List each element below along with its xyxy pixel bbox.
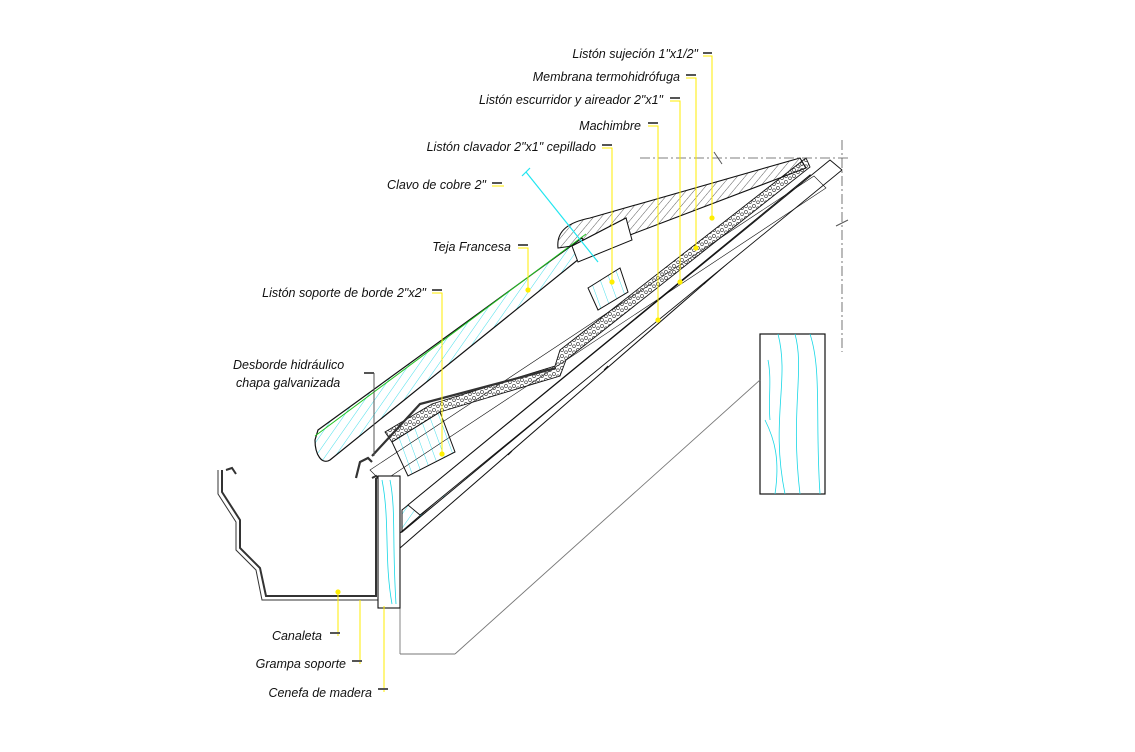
- leader-lines: [337, 55, 713, 692]
- labels: Listón sujeción 1"x1/2" Membrana termohi…: [233, 47, 699, 700]
- nail: [521, 167, 599, 263]
- label-liston-clavador: Listón clavador 2"x1" cepillado: [427, 140, 596, 154]
- label-liston-sujecion: Listón sujeción 1"x1/2": [572, 47, 698, 61]
- label-liston-soporte: Listón soporte de borde 2"x2": [262, 286, 426, 300]
- edge-support-batten: [391, 411, 456, 477]
- soffit-lines: [399, 217, 761, 655]
- break-mark-2: [835, 219, 849, 227]
- label-desborde-1: Desborde hidráulico: [233, 358, 344, 372]
- label-desborde-2: chapa galvanizada: [236, 376, 340, 390]
- label-teja: Teja Francesa: [432, 240, 511, 254]
- label-liston-escurridor: Listón escurridor y aireador 2"x1": [479, 93, 664, 107]
- drainage-batten: [587, 267, 629, 311]
- label-machimbre: Machimbre: [579, 119, 641, 133]
- label-canaleta: Canaleta: [272, 629, 322, 643]
- label-membrana: Membrana termohidrófuga: [533, 70, 680, 84]
- label-cenefa: Cenefa de madera: [268, 686, 372, 700]
- reference-line: [640, 140, 850, 352]
- label-markers: [330, 52, 712, 690]
- label-grampa: Grampa soporte: [256, 657, 346, 671]
- gutter: [217, 466, 381, 601]
- wood-fascia: [377, 475, 401, 609]
- break-mark: [713, 151, 723, 165]
- beam: [759, 333, 826, 495]
- drip-flashing: [354, 366, 557, 479]
- upper-tile: [557, 157, 807, 263]
- french-tile: [314, 233, 591, 462]
- label-clavo: Clavo de cobre 2": [387, 178, 487, 192]
- leader-dots: [335, 215, 715, 595]
